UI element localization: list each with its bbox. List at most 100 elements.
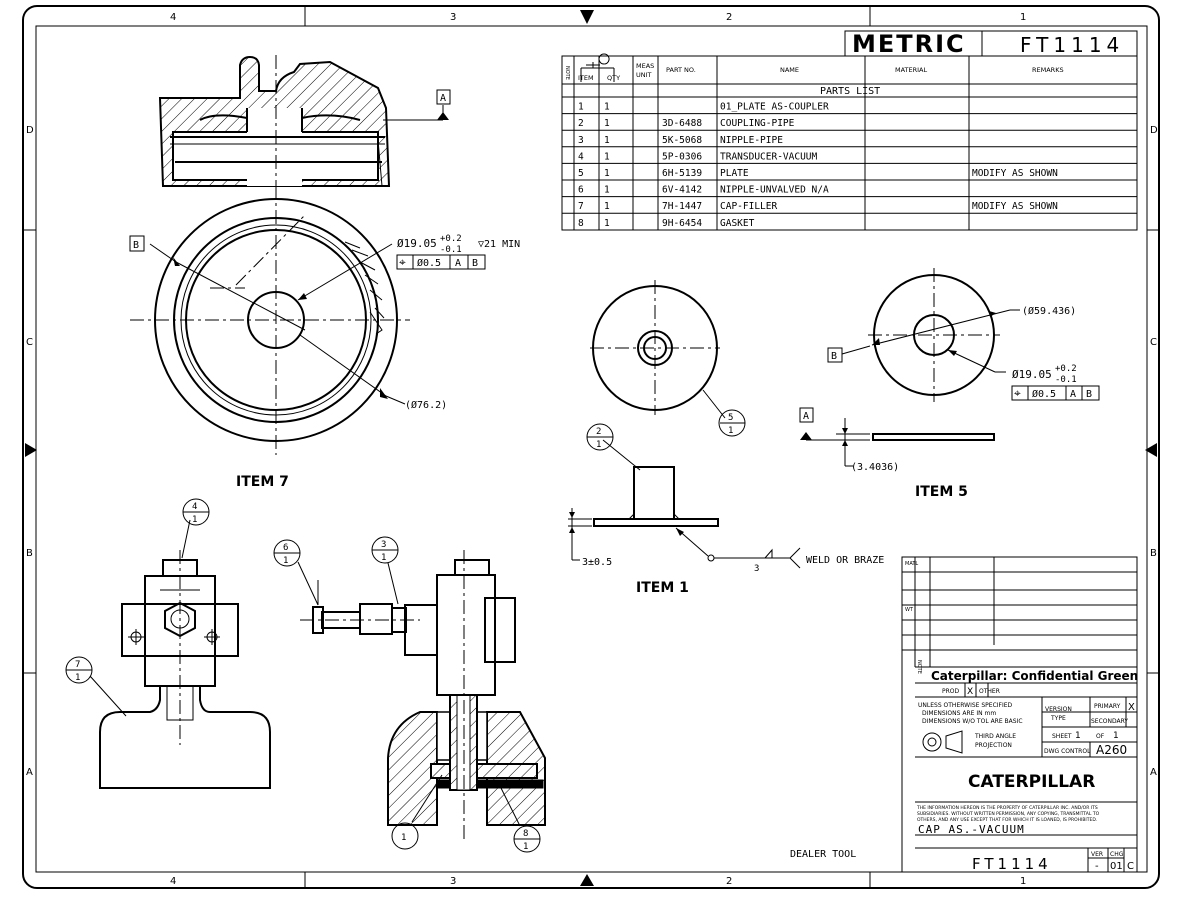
center-mark-bottom — [580, 874, 594, 886]
tb-type: TYPE — [1050, 715, 1066, 722]
tb-matl: MATL — [905, 561, 918, 567]
item1-weld-length: 3 — [754, 564, 759, 574]
item1-balloon-2-qty: 1 — [596, 440, 601, 450]
zone-top-3: 3 — [450, 12, 456, 23]
item7-fcf-b: B — [472, 258, 478, 269]
item1-views: 5 1 2 1 3±0.5 3 WELD OR BRAZE ITEM 1 — [568, 280, 884, 596]
zone-top-4: 4 — [170, 12, 176, 23]
parts-list-item: 3 — [578, 135, 584, 146]
parts-list-part: 6V-4142 — [662, 185, 702, 196]
item7-bore-tol-minus: -0.1 — [440, 245, 462, 255]
parts-list-qty: 1 — [604, 218, 610, 229]
zone-top-1: 1 — [1020, 12, 1026, 23]
assembly-balloon-8: 8 — [523, 829, 528, 839]
zone-bottom-4: 4 — [170, 876, 176, 887]
tb-projection: PROJECTION — [975, 742, 1012, 749]
third-angle-projection-icon — [922, 730, 963, 754]
zone-left-d: D — [26, 125, 34, 136]
assembly-balloon-8-qty: 1 — [523, 842, 528, 852]
parts-list-part: 5K-5068 — [662, 135, 702, 146]
parts-list-name: 01_PLATE AS-COUPLER — [720, 102, 829, 113]
parts-list: NOTE ITEM QTY MEAS UNIT PART NO. NAME MA… — [561, 53, 1138, 231]
item5-bore-tol-plus: +0.2 — [1055, 364, 1077, 374]
parts-list-qty: 1 — [604, 151, 610, 162]
tb-size: C — [1127, 861, 1134, 872]
parts-list-item: 4 — [578, 151, 584, 162]
item7-section-view: A — [158, 55, 451, 200]
title-block: MATL WT NOTE Caterpillar: Confidential G… — [901, 556, 1138, 873]
parts-list-part: 6H-5139 — [662, 168, 702, 179]
tb-ver-label: VER — [1091, 851, 1103, 858]
item5-outer-dia: (Ø59.436) — [1022, 305, 1076, 317]
item7-outer-dia: (Ø76.2) — [405, 399, 447, 411]
parts-list-name: COUPLING-PIPE — [720, 118, 795, 129]
zone-bottom-3: 3 — [450, 876, 456, 887]
assembly-balloon-3: 3 — [381, 540, 386, 550]
tb-chg: 01 — [1110, 861, 1123, 872]
parts-list-qty: 1 — [604, 118, 610, 129]
parts-list-name: TRANSDUCER-VACUUM — [720, 151, 818, 162]
item7-bore-depth: ▽21 MIN — [478, 239, 520, 250]
parts-list-item: 1 — [578, 102, 584, 113]
assembly-balloon-1: 1 — [401, 833, 406, 843]
item5-thickness: (3.4036) — [851, 462, 899, 473]
drawing-number-top: FT1114 — [1020, 33, 1124, 57]
parts-list-part: 7H-1447 — [662, 201, 702, 212]
item1-label: ITEM 1 — [636, 580, 689, 596]
parts-list-item: 7 — [578, 201, 584, 212]
item5-bore-dia: Ø19.05 — [1012, 368, 1052, 381]
item7-datum-b: B — [133, 240, 139, 251]
assembly-section-view: 6 1 3 1 1 8 1 — [273, 536, 546, 853]
item7-label: ITEM 7 — [236, 474, 289, 490]
tb-dwg-control: DWG CONTROL — [1044, 748, 1091, 755]
tb-number: FT1114 — [972, 855, 1052, 873]
col-item: ITEM — [578, 74, 594, 82]
assembly-balloon-7-qty: 1 — [75, 673, 80, 683]
parts-list-qty: 1 — [604, 135, 610, 146]
tb-unless-3: DIMENSIONS W/O TOL ARE BASIC — [922, 718, 1023, 725]
item5-fcf-a: A — [1070, 389, 1076, 400]
col-name: NAME — [780, 66, 799, 74]
header-block: METRIC FT1114 — [844, 30, 1138, 58]
tb-secondary: SECONDARY — [1091, 718, 1128, 725]
parts-list-name: CAP-FILLER — [720, 201, 777, 212]
item1-balloon-5-qty: 1 — [728, 426, 733, 436]
tb-unless-2: DIMENSIONS ARE IN mm — [922, 710, 996, 717]
tb-third-angle: THIRD ANGLE — [974, 733, 1016, 740]
col-remarks: REMARKS — [1032, 66, 1064, 74]
col-note: NOTE — [564, 66, 570, 80]
assembly-balloon-3-qty: 1 — [381, 553, 386, 563]
parts-list-remarks: MODIFY AS SHOWN — [972, 168, 1058, 179]
tb-unless-1: UNLESS OTHERWISE SPECIFIED — [918, 702, 1013, 709]
assembly-balloon-6-qty: 1 — [283, 556, 288, 566]
parts-list-item: 8 — [578, 218, 584, 229]
tb-sheet-total: 1 — [1113, 731, 1119, 741]
tb-primary: PRIMARY — [1094, 703, 1121, 710]
item5-datum-a: A — [803, 411, 809, 422]
zone-top-2: 2 — [726, 12, 732, 23]
item1-thickness: 3±0.5 — [582, 557, 612, 568]
parts-list-qty: 1 — [604, 201, 610, 212]
zone-bottom-2: 2 — [726, 876, 732, 887]
parts-list-part: 3D-6488 — [662, 118, 702, 129]
tb-prod-mark: X — [967, 687, 973, 697]
assembly-balloon-6: 6 — [283, 543, 288, 553]
item7-bore-tol-plus: +0.2 — [440, 234, 462, 244]
col-meas: MEAS — [636, 62, 654, 70]
parts-list-name: PLATE — [720, 168, 749, 179]
item5-position-icon: ⌖ — [1014, 386, 1021, 400]
item7-fcf-a: A — [455, 258, 461, 269]
center-mark-left — [25, 443, 37, 457]
item1-balloon-5: 5 — [728, 413, 733, 423]
item5-datum-b: B — [831, 351, 837, 362]
tb-other: OTHER — [979, 688, 1000, 695]
parts-list-item: 2 — [578, 118, 584, 129]
col-material: MATERIAL — [895, 66, 928, 74]
tb-title: CAP AS.-VACUUM — [918, 823, 1025, 836]
center-mark-top — [580, 10, 594, 24]
item5-bore-tol-minus: -0.1 — [1055, 375, 1077, 385]
tb-primary-mark: X — [1128, 702, 1135, 713]
item1-balloon-2: 2 — [596, 427, 601, 437]
metric-label: METRIC — [852, 30, 966, 58]
tb-legal-2: SUBSIDIARIES. WITHOUT WRITTEN PERMISSION… — [917, 811, 1100, 817]
